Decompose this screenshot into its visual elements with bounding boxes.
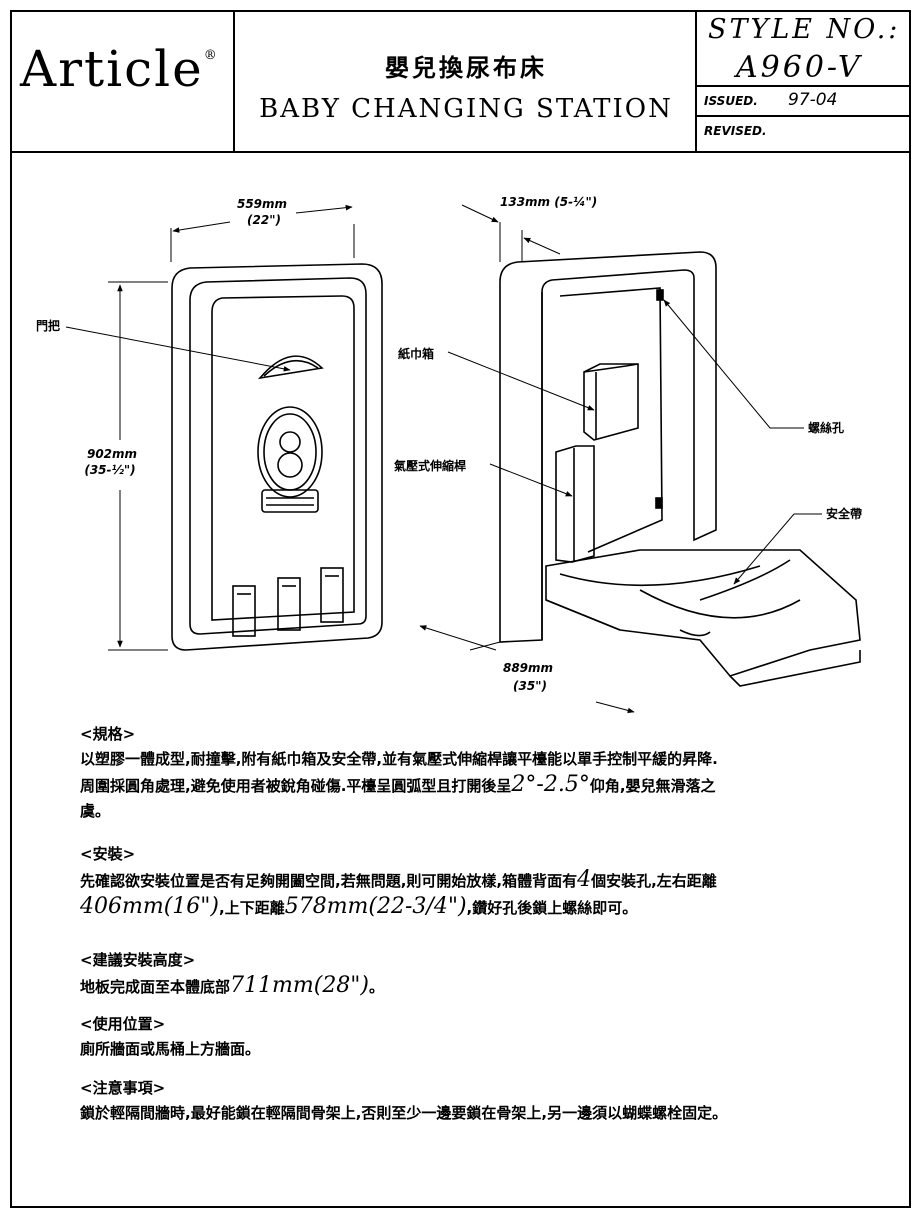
screw-hole-label: 螺絲孔 — [808, 420, 844, 435]
spec-heading: <規格> — [80, 725, 136, 743]
side-depth-label: 133mm (5-¼") — [500, 195, 597, 209]
registered-mark: ® — [203, 48, 219, 63]
install-line-2b: ,上下距離 — [219, 899, 285, 917]
title-chinese: 嬰兒換尿布床 — [385, 54, 547, 82]
header-divider-left — [233, 10, 235, 152]
height-end: 。 — [369, 978, 385, 996]
notes-text: 鎖於輕隔間牆時,最好能鎖在輕隔間骨架上,否則至少一邊要鎖在骨架上,另一邊須以蝴蝶… — [80, 1104, 728, 1122]
install-line-2d: ,鑽好孔後鎖上螺絲即可。 — [466, 899, 638, 917]
header-divider-right — [695, 10, 697, 152]
issued-value: 97-04 — [788, 90, 838, 110]
notes-section: <注意事項> 鎖於輕隔間牆時,最好能鎖在輕隔間骨架上,否則至少一邊要鎖在骨架上,… — [80, 1076, 727, 1126]
side-length-in: (35") — [513, 679, 547, 693]
gas-spring-label: 氣壓式伸縮桿 — [394, 458, 466, 473]
install-section: <安裝> 先確認欲安裝位置是否有足夠開闔空間,若無問題,則可開始放樣,箱體背面有… — [80, 842, 717, 921]
style-box-rule-2 — [696, 115, 911, 117]
location-section: <使用位置> 廁所牆面或馬桶上方牆面。 — [80, 1012, 260, 1062]
spec-line-2b: 仰角,嬰兒無滑落之 — [589, 777, 716, 795]
issued-label: ISSUED. — [704, 94, 758, 108]
height-heading: <建議安裝高度> — [80, 951, 196, 969]
install-heading: <安裝> — [80, 845, 136, 863]
horizontal-spacing: 406mm(16") — [80, 894, 219, 919]
tissue-box-label: 紙巾箱 — [398, 346, 434, 361]
technical-drawing: 559mm (22") 902mm (35-½") 門把 133mm (5-¼"… — [36, 195, 862, 714]
safety-belt-label: 安全帶 — [826, 506, 862, 521]
spec-section: <規格> 以塑膠一體成型,耐撞擊,附有紙巾箱及安全帶,並有氣壓式伸縮桿讓平檯能以… — [80, 722, 718, 824]
brand-name: Article — [20, 40, 204, 98]
install-line-1b: 個安裝孔,左右距離 — [591, 872, 717, 890]
header-bottom-rule — [10, 151, 911, 153]
height-text: 地板完成面至本體底部 — [80, 978, 231, 996]
spec-line-2: 周圍採圓角處理,避免使用者被銳角碰傷.平檯呈圓弧型且打開後呈2°-2.5°仰角,… — [80, 772, 718, 799]
install-line-1a: 先確認欲安裝位置是否有足夠開闔空間,若無問題,則可開始放樣,箱體背面有 — [80, 872, 578, 890]
brand-logo-emblem — [257, 406, 323, 513]
hole-count: 4 — [577, 867, 592, 892]
height-line: 地板完成面至本體底部711mm(28")。 — [80, 973, 384, 1000]
brand-logo: Article® — [20, 40, 219, 98]
style-box-rule-1 — [696, 85, 911, 87]
tilt-angle: 2°-2.5° — [511, 772, 590, 797]
install-line-2: 406mm(16"),上下距離578mm(22-3/4"),鑽好孔後鎖上螺絲即可… — [80, 894, 717, 921]
revised-label: REVISED. — [704, 124, 767, 138]
vertical-spacing: 578mm(22-3/4") — [284, 894, 467, 919]
handle-label: 門把 — [36, 318, 60, 333]
spec-line-3: 虞。 — [80, 802, 111, 820]
side-length-mm: 889mm — [503, 661, 553, 675]
bottom-vents — [232, 567, 344, 637]
front-height-mm: 902mm — [87, 447, 137, 461]
page-frame — [10, 10, 911, 1208]
tissue-box — [583, 363, 639, 441]
front-width-in: (22") — [247, 213, 281, 227]
install-line-1: 先確認欲安裝位置是否有足夠開闔空間,若無問題,則可開始放樣,箱體背面有4個安裝孔… — [80, 867, 717, 894]
install-height-value: 711mm(28") — [230, 973, 370, 998]
door-handle — [257, 355, 324, 380]
style-number-label: STYLE NO.: — [708, 14, 901, 45]
front-view — [171, 263, 383, 651]
front-height-in: (35-½") — [84, 463, 135, 477]
notes-heading: <注意事項> — [80, 1079, 166, 1097]
style-number-value: A960-V — [736, 50, 863, 85]
title-english: BABY CHANGING STATION — [259, 94, 673, 124]
location-text: 廁所牆面或馬桶上方牆面。 — [80, 1040, 261, 1058]
gas-spring — [555, 445, 595, 563]
spec-line-1: 以塑膠一體成型,耐撞擊,附有紙巾箱及安全帶,並有氣壓式伸縮桿讓平檯能以單手控制平… — [80, 750, 718, 768]
front-width-mm: 559mm — [237, 197, 287, 211]
location-heading: <使用位置> — [80, 1015, 166, 1033]
spec-line-2a: 周圍採圓角處理,避免使用者被銳角碰傷.平檯呈圓弧型且打開後呈 — [80, 777, 512, 795]
height-section: <建議安裝高度> 地板完成面至本體底部711mm(28")。 — [80, 948, 384, 1000]
side-view — [499, 251, 861, 687]
